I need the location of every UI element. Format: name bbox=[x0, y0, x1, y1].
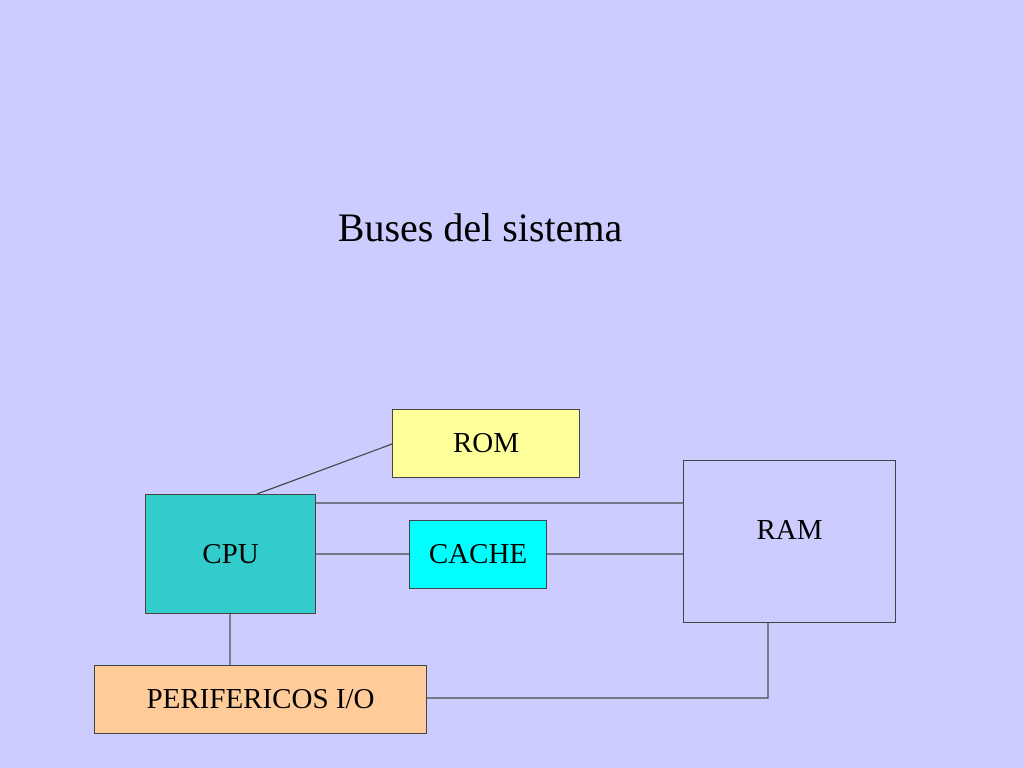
cache-label: CACHE bbox=[428, 538, 528, 570]
slide-title: Buses del sistema bbox=[337, 205, 623, 250]
ram-label: RAM bbox=[756, 514, 823, 546]
rom-label: ROM bbox=[452, 427, 520, 459]
ram-box: RAM bbox=[683, 460, 896, 623]
bus-perifericos-ram bbox=[427, 623, 769, 699]
cpu-label: CPU bbox=[202, 537, 259, 570]
bus-cpu-rom bbox=[256, 443, 393, 495]
perifericos-label: PERIFERICOS I/O bbox=[146, 683, 375, 715]
rom-box: ROM bbox=[392, 409, 580, 478]
perifericos-box: PERIFERICOS I/O bbox=[94, 665, 427, 734]
cpu-box: CPU bbox=[145, 494, 316, 614]
cache-box: CACHE bbox=[409, 520, 547, 589]
